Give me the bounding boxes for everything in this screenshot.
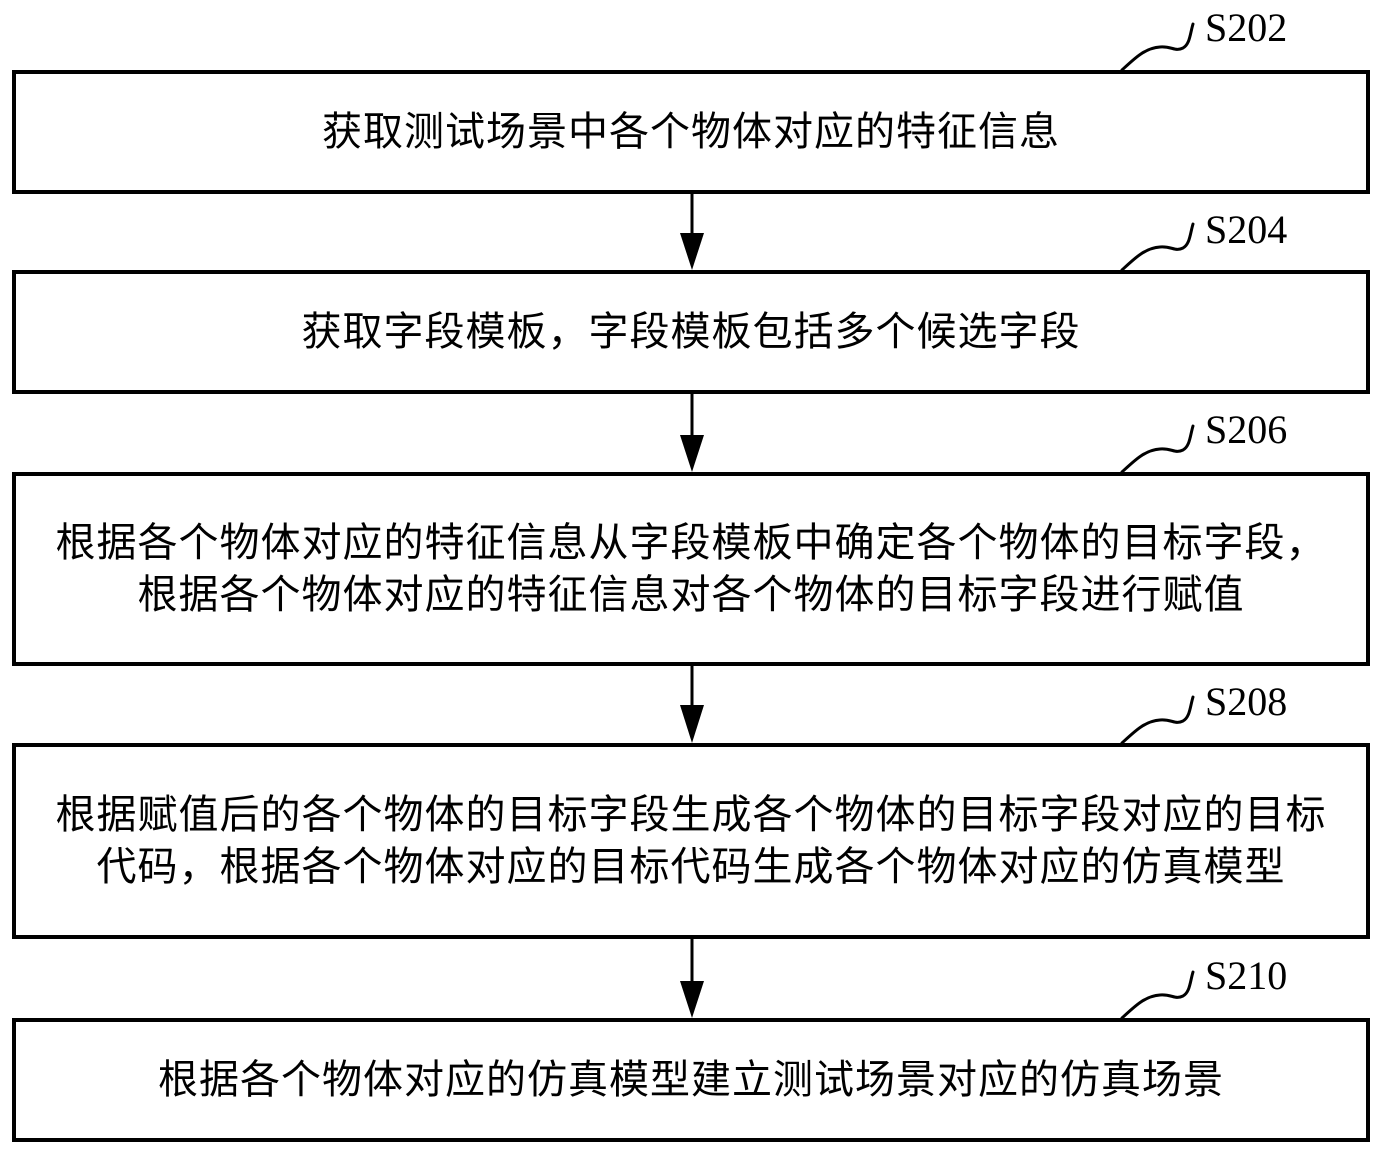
leader-squiggle-s206	[1120, 424, 1195, 474]
step-box-s204: 获取字段模板，字段模板包括多个候选字段	[12, 270, 1370, 394]
step-box-s208: 根据赋值后的各个物体的目标字段生成各个物体的目标字段对应的目标代码，根据各个物体…	[12, 743, 1370, 939]
leader-squiggle-s210	[1120, 970, 1195, 1020]
leader-squiggle-s202	[1120, 22, 1195, 72]
step-box-s202: 获取测试场景中各个物体对应的特征信息	[12, 70, 1370, 194]
step-box-s210: 根据各个物体对应的仿真模型建立测试场景对应的仿真场景	[12, 1018, 1370, 1142]
step-label-s202: S202	[1205, 5, 1288, 50]
leader-squiggle-s204	[1120, 222, 1195, 272]
step-box-s206: 根据各个物体对应的特征信息从字段模板中确定各个物体的目标字段，根据各个物体对应的…	[12, 472, 1370, 666]
step-text-s204: 获取字段模板，字段模板包括多个候选字段	[301, 309, 1081, 355]
arrow-s204-to-s206	[680, 394, 704, 472]
leader-squiggle-s208	[1120, 695, 1195, 745]
step-label-s208: S208	[1205, 679, 1288, 724]
step-text-s208: 根据赋值后的各个物体的目标字段生成各个物体的目标字段对应的目标代码，根据各个物体…	[55, 792, 1327, 890]
step-text-s210: 根据各个物体对应的仿真模型建立测试场景对应的仿真场景	[158, 1057, 1224, 1103]
step-label-s204: S204	[1205, 207, 1288, 252]
step-label-s210: S210	[1205, 953, 1288, 998]
step-text-s206: 根据各个物体对应的特征信息从字段模板中确定各个物体的目标字段，根据各个物体对应的…	[55, 520, 1327, 618]
arrow-s206-to-s208	[680, 666, 704, 743]
arrow-s202-to-s204	[680, 194, 704, 270]
arrow-s208-to-s210	[680, 939, 704, 1018]
step-text-s202: 获取测试场景中各个物体对应的特征信息	[322, 109, 1060, 155]
step-label-s206: S206	[1205, 407, 1288, 452]
